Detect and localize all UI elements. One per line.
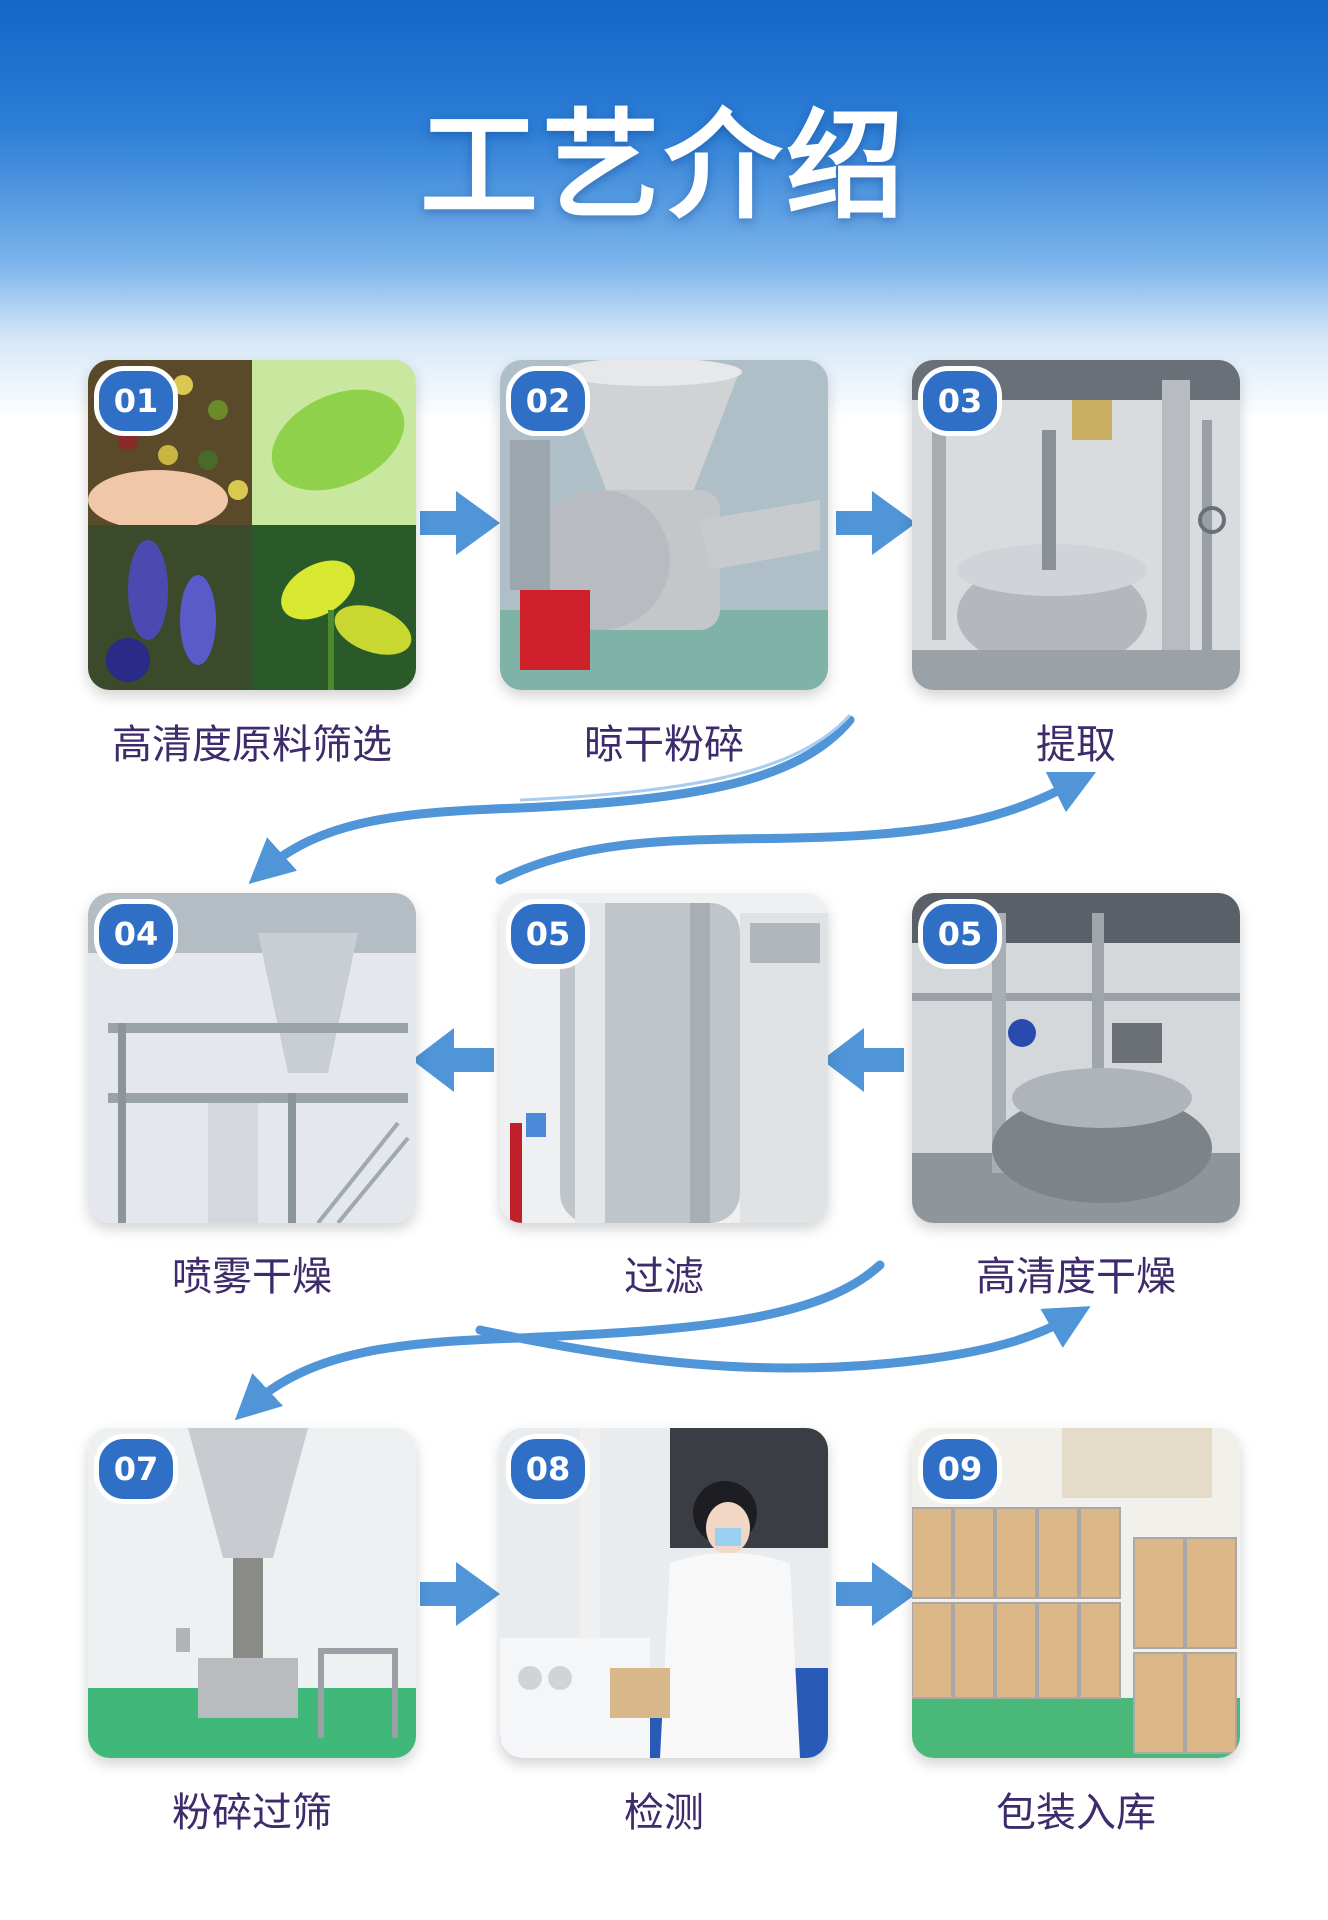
arrow-right-icon bbox=[836, 491, 916, 555]
step-label: 包装入库 bbox=[996, 1790, 1156, 1836]
step-label: 高清度原料筛选 bbox=[112, 722, 392, 768]
step-label: 过滤 bbox=[624, 1254, 704, 1300]
arrow-right-icon bbox=[420, 491, 500, 555]
step-card-04: 04 bbox=[88, 893, 416, 1223]
arrow-left-icon bbox=[412, 1028, 494, 1092]
step-label: 检测 bbox=[624, 1790, 704, 1836]
step-number-badge: 09 bbox=[918, 1434, 1002, 1504]
step-card-05: 05 bbox=[500, 893, 828, 1223]
step-label: 提取 bbox=[1036, 722, 1116, 768]
step-label: 晾干粉碎 bbox=[584, 722, 744, 768]
step-label: 喷雾干燥 bbox=[172, 1254, 332, 1300]
page-title: 工艺介绍 bbox=[419, 97, 908, 235]
step-label: 粉碎过筛 bbox=[172, 1790, 332, 1836]
step-number-badge: 07 bbox=[94, 1434, 178, 1504]
step-number-badge: 02 bbox=[506, 366, 590, 436]
step-card-08: 08 bbox=[500, 1428, 828, 1758]
arrow-left-icon bbox=[822, 1028, 904, 1092]
arrow-right-icon bbox=[836, 1562, 916, 1626]
raw-material-photo bbox=[88, 360, 416, 690]
step-label: 高清度干燥 bbox=[976, 1254, 1176, 1300]
step-card-01: 01 bbox=[88, 360, 416, 690]
step-number-badge: 05 bbox=[918, 899, 1002, 969]
curved-arrow-icon bbox=[248, 715, 855, 885]
grinder-photo bbox=[500, 360, 828, 690]
step-card-06: 05 bbox=[912, 893, 1240, 1223]
milling-sieving-photo bbox=[88, 1428, 416, 1758]
testing-photo bbox=[500, 1428, 828, 1758]
step-number-badge: 05 bbox=[506, 899, 590, 969]
step-card-09: 09 bbox=[912, 1428, 1240, 1758]
step-number-badge: 03 bbox=[918, 366, 1002, 436]
step-number-badge: 01 bbox=[94, 366, 178, 436]
packaging-storage-photo bbox=[912, 1428, 1240, 1758]
step-card-07: 07 bbox=[88, 1428, 416, 1758]
step-number-badge: 08 bbox=[506, 1434, 590, 1504]
step-card-03: 03 bbox=[912, 360, 1240, 690]
step-number-badge: 04 bbox=[94, 899, 178, 969]
step-card-02: 02 bbox=[500, 360, 828, 690]
arrow-right-icon bbox=[420, 1562, 500, 1626]
